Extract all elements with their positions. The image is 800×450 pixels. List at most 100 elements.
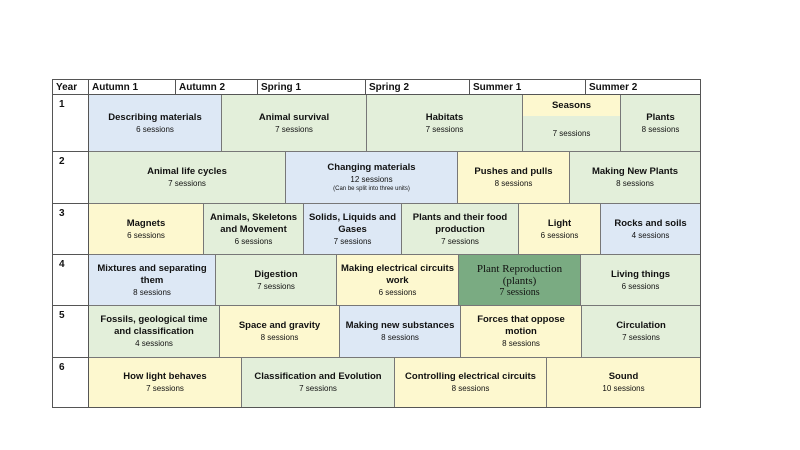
unit-cell: Living things 6 sessions	[581, 255, 700, 306]
unit-cell: Pushes and pulls 8 sessions	[458, 152, 570, 204]
unit-title: Fossils, geological time and classificat…	[100, 314, 208, 337]
unit-title: Space and gravity	[238, 320, 321, 331]
unit-sessions: 7 sessions	[425, 124, 464, 134]
unit-title: Circulation	[616, 320, 666, 331]
unit-cell: Space and gravity 8 sessions	[220, 306, 340, 358]
unit-sessions: 4 sessions	[135, 339, 173, 348]
unit-cell: Solids, Liquids and Gases 7 sessions	[304, 204, 402, 255]
unit-cell: Changing materials 12 sessions (Can be s…	[286, 152, 458, 204]
unit-title: Pushes and pulls	[474, 166, 553, 177]
unit-cell: Habitats 7 sessions	[367, 95, 523, 152]
unit-cell: Light 6 sessions	[519, 204, 601, 255]
unit-sessions: 6 sessions	[136, 124, 174, 134]
unit-cell: Magnets 6 sessions	[89, 204, 204, 255]
term-header-spring-1: Spring 1	[258, 80, 366, 95]
unit-cell: Classification and Evolution 7 sessions	[242, 358, 395, 407]
unit-sessions: 8 sessions	[260, 333, 299, 342]
unit-title: Solids, Liquids and Gases	[308, 211, 397, 235]
unit-cell: Plants and their food production 7 sessi…	[402, 204, 519, 255]
year-label-1: 1	[53, 95, 89, 152]
unit-title: Animal life cycles	[147, 166, 227, 177]
unit-cell: Animal survival 7 sessions	[222, 95, 367, 152]
unit-sessions: 8 sessions	[502, 339, 540, 348]
year-label-3: 3	[53, 204, 89, 255]
unit-title: Seasons	[551, 99, 592, 111]
unit-sessions: 4 sessions	[631, 230, 670, 240]
unit-cell: Animals, Skeletons and Movement 6 sessio…	[204, 204, 304, 255]
unit-sessions-band: 7 sessions	[523, 116, 620, 151]
unit-title: Light	[547, 217, 572, 229]
unit-sessions: 6 sessions	[127, 230, 165, 240]
unit-title: Living things	[610, 268, 671, 280]
unit-cell: Fossils, geological time and classificat…	[89, 306, 220, 358]
unit-cell: Making new substances 8 sessions	[340, 306, 461, 358]
unit-sessions: 7 sessions	[275, 124, 313, 134]
unit-cell: How light behaves 7 sessions	[89, 358, 242, 407]
year-label-2: 2	[53, 152, 89, 204]
unit-title: Changing materials	[327, 162, 416, 173]
unit-sessions: 12 sessions	[350, 175, 393, 184]
unit-sessions: 7 sessions	[622, 333, 660, 342]
unit-title: Making electrical circuits work	[341, 262, 454, 286]
unit-title: Rocks and soils	[614, 217, 687, 229]
unit-sessions: 7 sessions	[441, 236, 479, 246]
unit-cell: Digestion 7 sessions	[216, 255, 337, 306]
unit-sessions: 7 sessions	[146, 384, 184, 393]
unit-cell: Animal life cycles 7 sessions	[89, 152, 286, 204]
unit-title-band: Seasons	[523, 95, 620, 116]
unit-cell: Seasons 7 sessions	[523, 95, 621, 152]
unit-sessions: 7 sessions	[499, 286, 540, 298]
unit-title: Describing materials	[108, 111, 202, 123]
term-header-autumn-1: Autumn 1	[89, 80, 176, 95]
unit-cell: Forces that oppose motion 8 sessions	[461, 306, 582, 358]
year-label-4: 4	[53, 255, 89, 306]
unit-cell: Rocks and soils 4 sessions	[601, 204, 700, 255]
unit-sessions: 7 sessions	[299, 384, 337, 393]
unit-title: Mixtures and separating them	[97, 262, 207, 286]
year-column-header: Year	[53, 80, 89, 95]
unit-sessions: 7 sessions	[168, 179, 206, 188]
curriculum-table: Year Autumn 1 Autumn 2 Spring 1 Spring 2…	[52, 79, 701, 408]
unit-cell: Plant Reproduction (plants) 7 sessions	[459, 255, 581, 306]
unit-title: Plants and their food production	[412, 211, 508, 235]
unit-sessions: 8 sessions	[381, 333, 419, 342]
unit-sessions: 6 sessions	[621, 281, 660, 291]
unit-title: Classification and Evolution	[254, 371, 382, 382]
unit-sessions: 7 sessions	[257, 281, 295, 291]
unit-title: Animal survival	[258, 111, 330, 123]
unit-title: Controlling electrical circuits	[405, 371, 536, 382]
unit-cell: Mixtures and separating them 8 sessions	[89, 255, 216, 306]
unit-sessions: 7 sessions	[552, 129, 591, 138]
unit-sessions: 8 sessions	[616, 179, 654, 188]
term-header-summer-1: Summer 1	[470, 80, 586, 95]
unit-cell: Sound 10 sessions	[547, 358, 700, 407]
unit-sessions: 6 sessions	[234, 236, 273, 246]
unit-title: Making New Plants	[591, 166, 679, 177]
unit-sessions: 8 sessions	[494, 179, 533, 188]
unit-sessions: 8 sessions	[451, 384, 490, 393]
unit-title: Magnets	[126, 217, 166, 229]
year-label-5: 5	[53, 306, 89, 358]
unit-title: How light behaves	[123, 371, 207, 382]
unit-cell: Making electrical circuits work 6 sessio…	[337, 255, 459, 306]
unit-sessions: 10 sessions	[602, 384, 645, 393]
unit-title: Forces that oppose motion	[477, 314, 565, 337]
year-label-6: 6	[53, 358, 89, 407]
term-header-spring-2: Spring 2	[366, 80, 470, 95]
unit-sessions: 7 sessions	[333, 236, 372, 246]
unit-sessions: 6 sessions	[378, 287, 417, 297]
unit-title: Sound	[608, 371, 639, 382]
unit-title: Habitats	[425, 111, 464, 123]
unit-cell: Circulation 7 sessions	[582, 306, 700, 358]
unit-cell: Controlling electrical circuits 8 sessio…	[395, 358, 547, 407]
unit-title: Animals, Skeletons and Movement	[209, 211, 298, 235]
term-header-autumn-2: Autumn 2	[176, 80, 258, 95]
unit-title: Plants	[646, 111, 675, 123]
unit-sessions: 6 sessions	[540, 230, 579, 240]
term-header-summer-2: Summer 2	[586, 80, 700, 95]
unit-title: Digestion	[254, 268, 298, 280]
unit-sessions: 8 sessions	[133, 287, 171, 297]
unit-cell: Making New Plants 8 sessions	[570, 152, 700, 204]
unit-sessions: 8 sessions	[641, 124, 680, 134]
unit-note: (Can be split into three units)	[333, 186, 410, 192]
